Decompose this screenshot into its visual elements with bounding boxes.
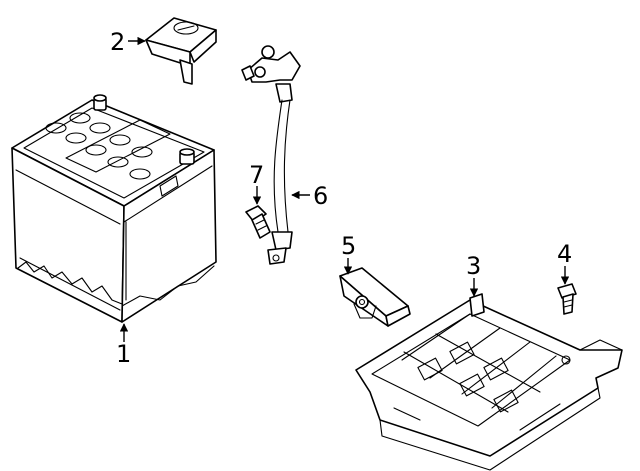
callout-6: 6 bbox=[313, 182, 328, 210]
callout-1: 1 bbox=[116, 340, 131, 368]
bolt-4 bbox=[557, 283, 577, 315]
hold-down-bracket bbox=[339, 267, 411, 327]
battery-tray bbox=[355, 293, 623, 471]
callout-7: 7 bbox=[249, 161, 264, 189]
battery bbox=[11, 94, 217, 323]
callout-5: 5 bbox=[341, 232, 356, 260]
bolt-7 bbox=[245, 205, 271, 239]
callouts: 1 2 3 4 5 6 7 bbox=[110, 28, 572, 368]
terminal-cover bbox=[145, 17, 217, 85]
callout-2: 2 bbox=[110, 28, 125, 56]
callout-4: 4 bbox=[557, 240, 572, 268]
ground-cable bbox=[241, 45, 301, 265]
leader-lines bbox=[119, 36, 570, 342]
callout-3: 3 bbox=[466, 252, 481, 280]
